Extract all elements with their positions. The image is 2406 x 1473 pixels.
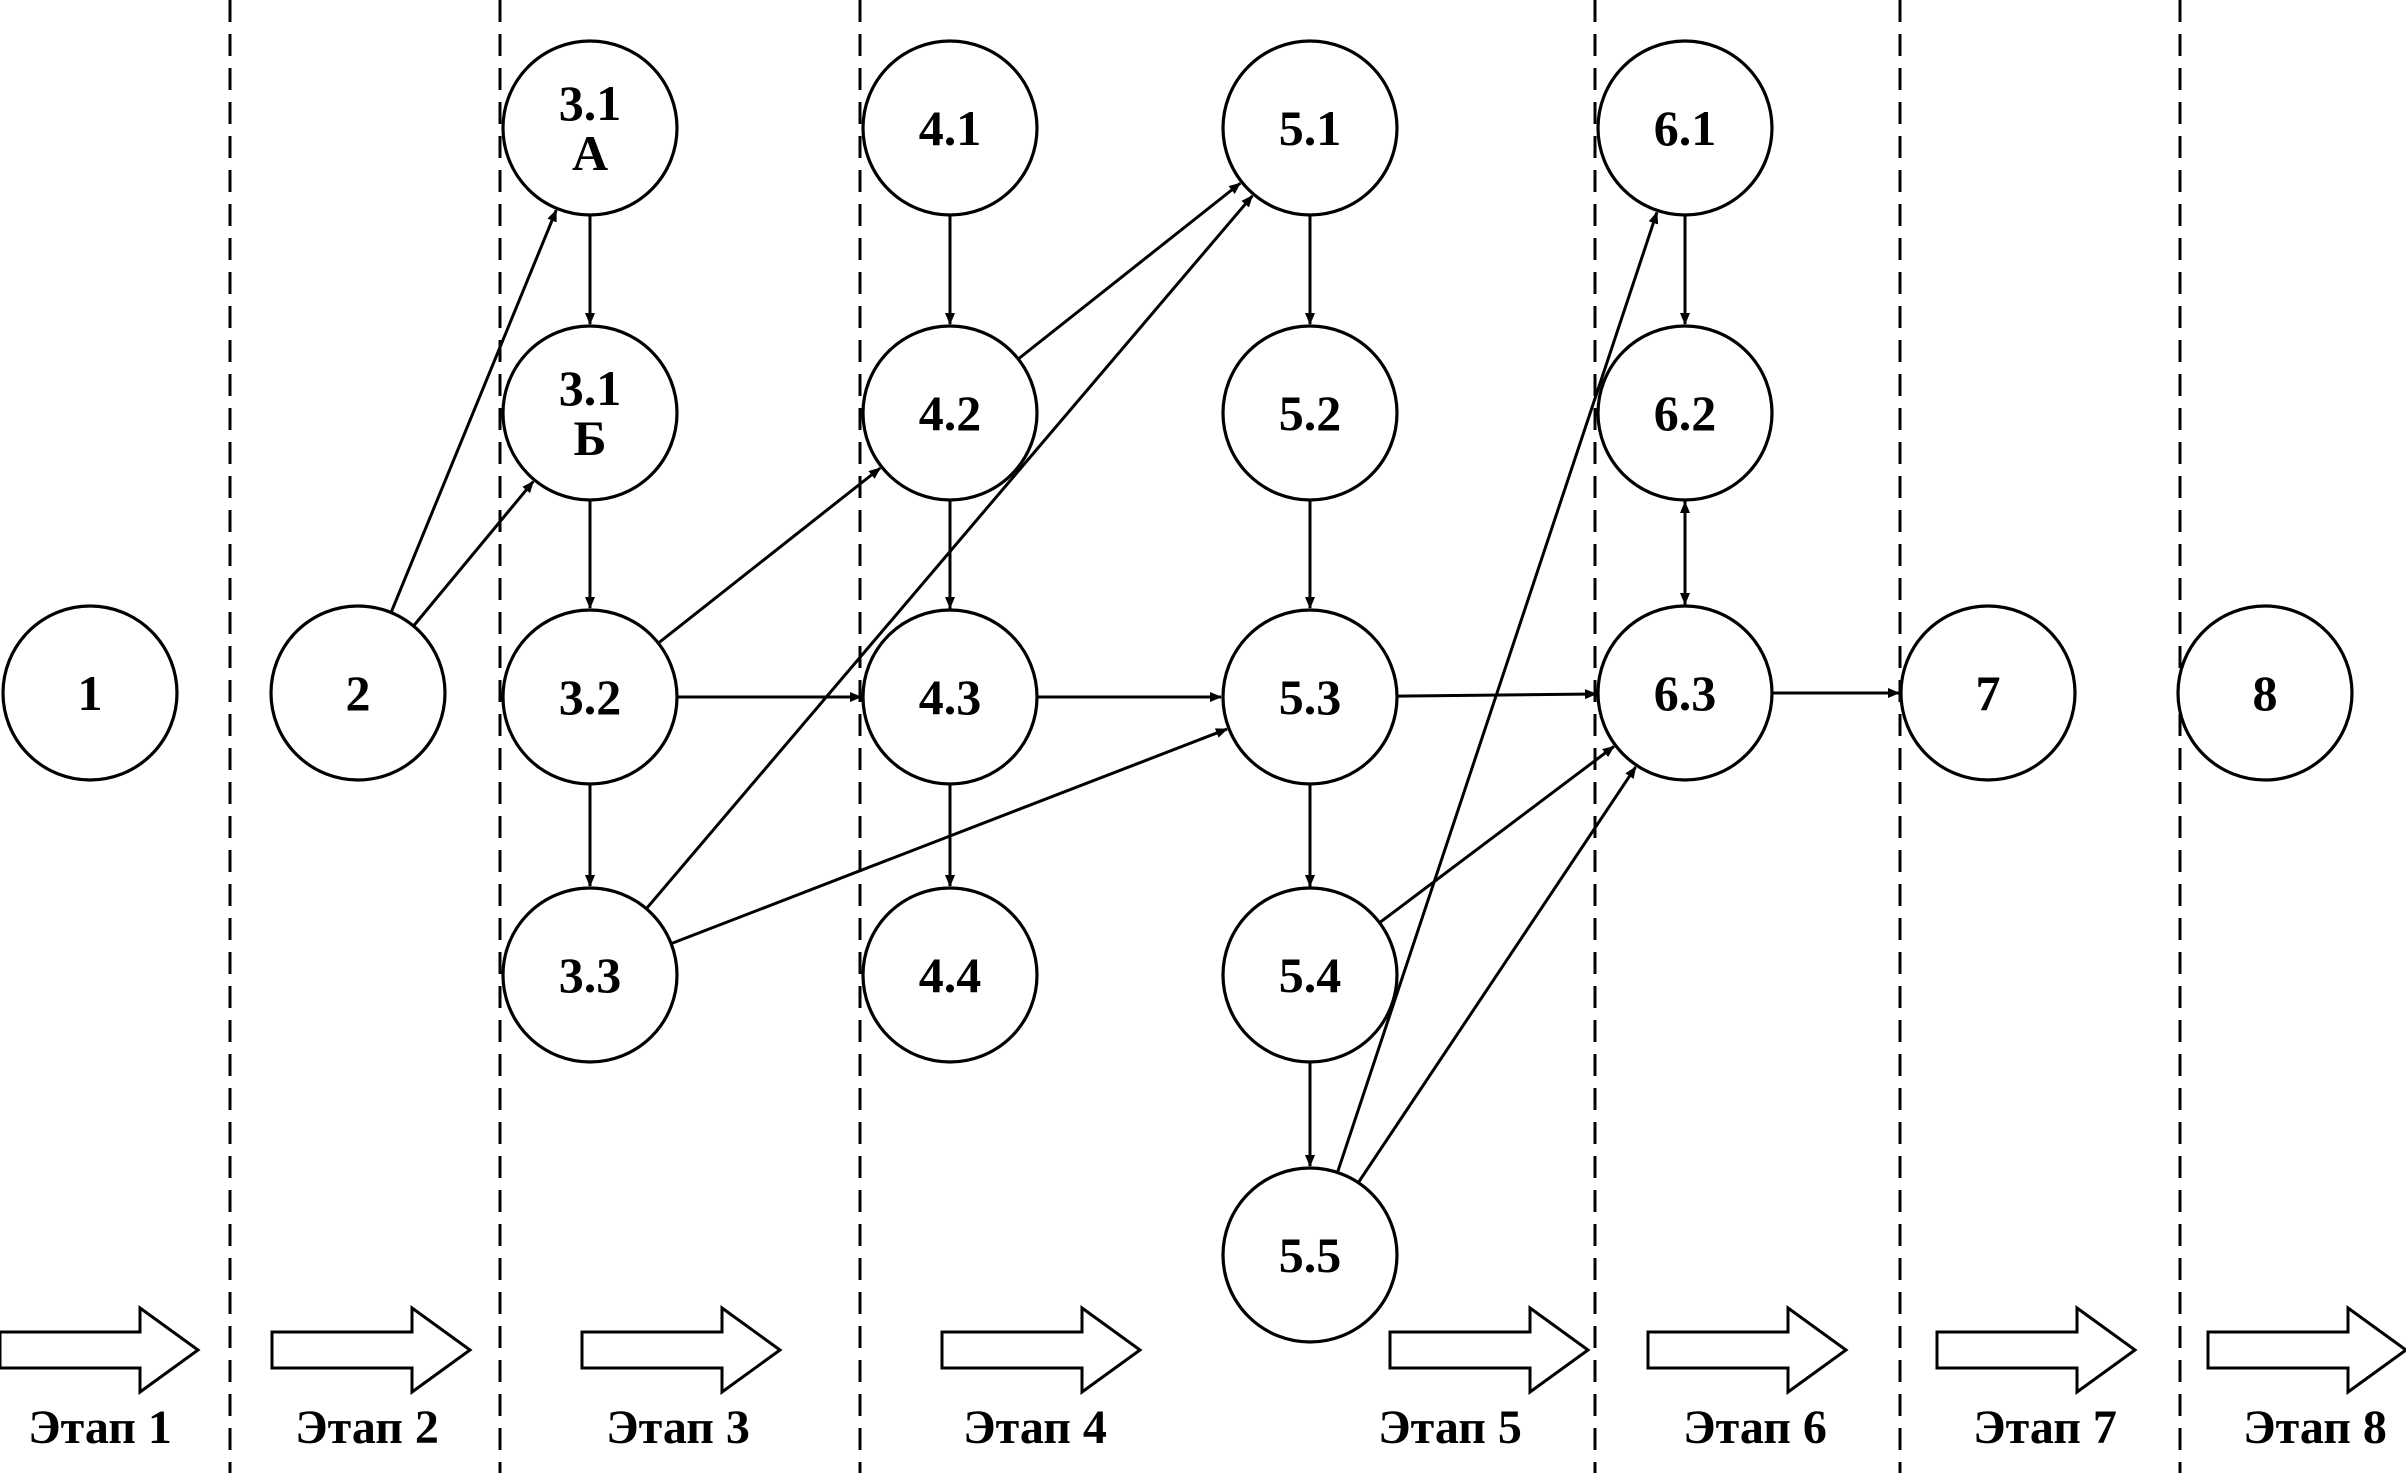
node-4-1: 4.1 — [861, 39, 1039, 217]
edge-4-2-to-5-1 — [1017, 182, 1242, 361]
node-circle — [1221, 608, 1399, 786]
node-circle — [269, 604, 447, 782]
node-circle — [1596, 324, 1774, 502]
stage-arrow-icon — [1935, 1305, 2138, 1395]
stage-label: Этап 5 — [1378, 1401, 1522, 1454]
node-3-3: 3.3 — [501, 886, 679, 1064]
node-circle — [861, 39, 1039, 217]
node-circle — [861, 608, 1039, 786]
edge-3-2-to-4-2 — [657, 466, 882, 645]
stage-label: Этап 7 — [1973, 1401, 2117, 1454]
node-circle — [1596, 39, 1774, 217]
node-label: 8 — [2253, 665, 2278, 721]
stage-label: Этап 6 — [1683, 1401, 1827, 1454]
node-label: 2 — [346, 665, 371, 721]
node-5-3: 5.3 — [1221, 608, 1399, 786]
node-label: 5.5 — [1279, 1227, 1342, 1283]
node-6-1: 6.1 — [1596, 39, 1774, 217]
edge-2-to-3-1a — [389, 209, 558, 614]
stage-label: Этап 3 — [606, 1401, 750, 1454]
node-label: 5.3 — [1279, 669, 1342, 725]
node-4-4: 4.4 — [861, 886, 1039, 1064]
node-label: 6.1 — [1654, 100, 1717, 156]
node-circle — [861, 886, 1039, 1064]
node-6-3: 6.3 — [1596, 604, 1774, 782]
node-label: А — [572, 125, 608, 181]
stage-arrow-icon — [2206, 1305, 2406, 1395]
stage-arrow-icon — [0, 1305, 201, 1395]
node-circle — [1, 604, 179, 782]
node-circle — [1596, 604, 1774, 782]
node-circle — [501, 608, 679, 786]
node-circle — [501, 324, 679, 502]
node-label: 5.1 — [1279, 100, 1342, 156]
node-label: 3.3 — [559, 947, 622, 1003]
stage-arrow-icon — [940, 1305, 1143, 1395]
node-5-4: 5.4 — [1221, 886, 1399, 1064]
node-2: 2 — [269, 604, 447, 782]
stage-label: Этап 2 — [295, 1401, 439, 1454]
node-5-2: 5.2 — [1221, 324, 1399, 502]
edge-5-4-to-6-3 — [1378, 745, 1615, 924]
node-label: Б — [573, 410, 606, 466]
node-circle — [501, 886, 679, 1064]
node-circle — [1221, 1166, 1399, 1344]
node-5-1: 5.1 — [1221, 39, 1399, 217]
node-label: 3.2 — [559, 669, 622, 725]
node-7: 7 — [1899, 604, 2077, 782]
node-circle — [1221, 886, 1399, 1064]
node-circle — [1899, 604, 2077, 782]
node-circle — [1221, 39, 1399, 217]
stage-arrow-icon — [1388, 1305, 1591, 1395]
node-label: 7 — [1976, 665, 2001, 721]
node-4-3: 4.3 — [861, 608, 1039, 786]
node-circle — [2176, 604, 2354, 782]
node-3-1b: 3.1Б — [501, 324, 679, 502]
edge-5-5-to-6-3 — [1357, 766, 1637, 1184]
node-4-2: 4.2 — [861, 324, 1039, 502]
edge-5-5-to-6-1 — [1336, 211, 1659, 1173]
node-label: 4.1 — [919, 100, 982, 156]
stage-arrow-icon — [580, 1305, 783, 1395]
node-3-1a: 3.1А — [501, 39, 679, 217]
node-label: 1 — [78, 665, 103, 721]
edge-2-to-3-1b — [412, 480, 535, 627]
node-1: 1 — [1, 604, 179, 782]
stage-markers: Этап 1 Этап 2 Этап 3 Этап 4 Этап 5 Этап 6 Этап… — [0, 1305, 2406, 1454]
stage-arrow-icon — [270, 1305, 473, 1395]
stage-label: Этап 8 — [2243, 1401, 2387, 1454]
stage-arrow-icon — [1646, 1305, 1849, 1395]
edges — [389, 182, 1900, 1184]
stage-label: Этап 4 — [963, 1401, 1107, 1454]
node-8: 8 — [2176, 604, 2354, 782]
node-label: 4.2 — [919, 385, 982, 441]
node-6-2: 6.2 — [1596, 324, 1774, 502]
node-label: 6.2 — [1654, 385, 1717, 441]
node-circle — [501, 39, 679, 217]
node-label: 4.3 — [919, 669, 982, 725]
node-label: 6.3 — [1654, 665, 1717, 721]
node-label: 5.4 — [1279, 947, 1342, 1003]
node-label: 4.4 — [919, 947, 982, 1003]
stage-dividers — [228, 0, 2182, 1473]
node-circle — [861, 324, 1039, 502]
stage-label: Этап 1 — [28, 1401, 172, 1454]
node-label: 3.1 — [559, 75, 622, 131]
node-label: 5.2 — [1279, 385, 1342, 441]
node-circle — [1221, 324, 1399, 502]
node-5-5: 5.5 — [1221, 1166, 1399, 1344]
node-label: 3.1 — [559, 360, 622, 416]
node-3-2: 3.2 — [501, 608, 679, 786]
